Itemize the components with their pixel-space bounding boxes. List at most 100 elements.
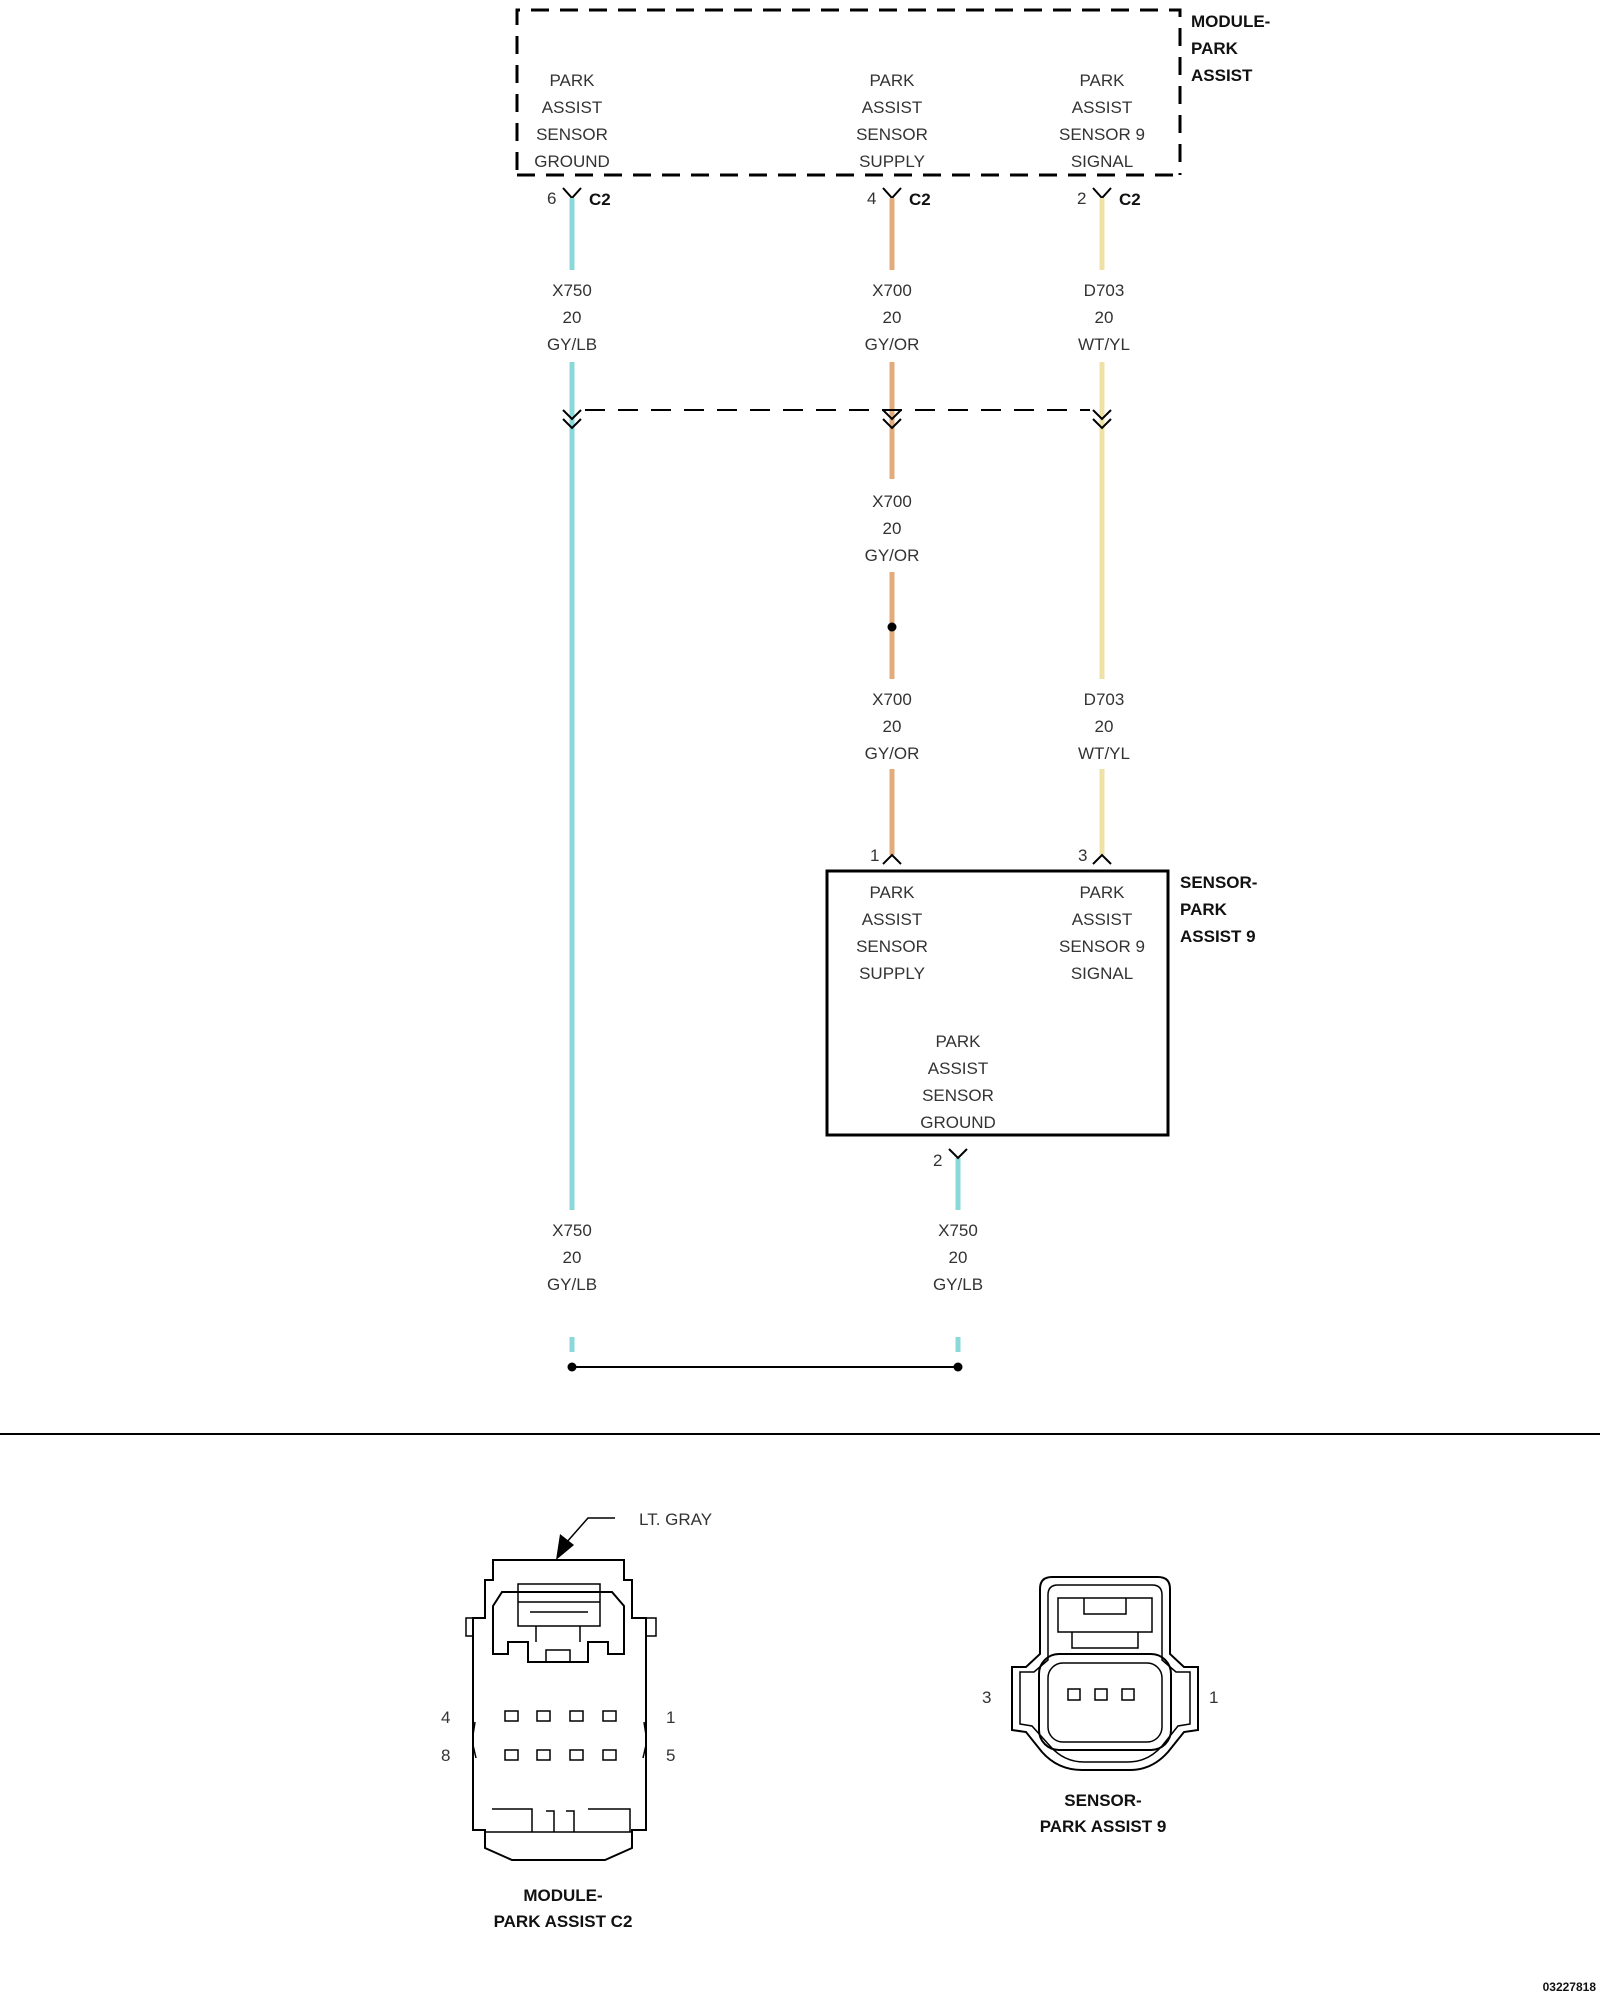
connector-latch-detail bbox=[517, 1583, 601, 1663]
wire-gauge: 20 bbox=[1095, 308, 1114, 327]
sensor-supply-label-1: PARK bbox=[869, 883, 915, 902]
sensor-name-1: SENSOR- bbox=[1180, 873, 1257, 892]
module-pin-signal-label-2: ASSIST bbox=[1072, 98, 1132, 117]
pin-number: 2 bbox=[1077, 189, 1086, 208]
callout-arrow-icon bbox=[556, 1534, 574, 1560]
wire-label-x750-3: X750 20 GY/LB bbox=[933, 1221, 983, 1294]
ground-splice bbox=[567, 1362, 963, 1372]
wire-color: WT/YL bbox=[1078, 335, 1130, 354]
circuit-id: D703 bbox=[1084, 281, 1125, 300]
inline-connector bbox=[562, 409, 1112, 430]
splice-icon bbox=[953, 1362, 963, 1372]
connector-body-outline bbox=[472, 1559, 647, 1861]
cavity bbox=[569, 1749, 584, 1761]
module-outline bbox=[515, 8, 1182, 177]
module-pin-2: 2 C2 bbox=[1077, 187, 1141, 209]
wire-label-d703-1: D703 20 WT/YL bbox=[1078, 281, 1130, 354]
figure-id: 03227818 bbox=[1543, 1980, 1597, 1994]
sensor-pin-1: 1 bbox=[870, 846, 902, 865]
sensor-signal-label-2: ASSIST bbox=[1072, 910, 1132, 929]
wire-label-d703-2: D703 20 WT/YL bbox=[1078, 690, 1130, 763]
module-c2-connector-view: LT. GRAY 4 1 8 5 MODULE- PARK ASSIST C2 bbox=[441, 1510, 712, 1931]
connector-bottom-keys bbox=[485, 1808, 632, 1833]
module-pin-ground-label-4: GROUND bbox=[534, 152, 610, 171]
pin-label-5: 5 bbox=[666, 1746, 675, 1765]
wire-gauge: 20 bbox=[949, 1248, 968, 1267]
circuit-id: X700 bbox=[872, 492, 912, 511]
module-name-1: MODULE- bbox=[1191, 12, 1270, 31]
wire-gauge: 20 bbox=[883, 717, 902, 736]
connector-id: C2 bbox=[589, 190, 611, 209]
wire-gauge: 20 bbox=[563, 1248, 582, 1267]
pin-label-1: 1 bbox=[666, 1708, 675, 1727]
wire-label-x750-2: X750 20 GY/LB bbox=[547, 1221, 597, 1294]
sensor-pin-2: 2 bbox=[933, 1148, 968, 1170]
sensor-ground-label-1: PARK bbox=[935, 1032, 981, 1051]
sensor-signal-label-4: SIGNAL bbox=[1071, 964, 1133, 983]
sensor-connector-face-inner bbox=[1047, 1662, 1163, 1743]
wire-label-x700-3: X700 20 GY/OR bbox=[865, 690, 920, 763]
wire-gauge: 20 bbox=[563, 308, 582, 327]
wire-color: WT/YL bbox=[1078, 744, 1130, 763]
connector-chevron-icon bbox=[562, 187, 582, 200]
inline-chevron-icon bbox=[882, 409, 902, 430]
connector-id: C2 bbox=[1119, 190, 1141, 209]
module-pin-ground-label-3: SENSOR bbox=[536, 125, 608, 144]
cavity bbox=[1121, 1688, 1135, 1701]
pin-label-4: 4 bbox=[441, 1708, 450, 1727]
cavity bbox=[504, 1749, 519, 1761]
sensor-supply-label-4: SUPPLY bbox=[859, 964, 925, 983]
module-pin-supply-label-2: ASSIST bbox=[862, 98, 922, 117]
cavity bbox=[1067, 1688, 1081, 1701]
pin-number: 4 bbox=[867, 189, 876, 208]
sensor-ground-label-3: SENSOR bbox=[922, 1086, 994, 1105]
connector-bevel-line bbox=[472, 1721, 647, 1759]
sensor-name-2: PARK bbox=[1180, 900, 1228, 919]
sensor-connector-view: 3 1 SENSOR- PARK ASSIST 9 bbox=[982, 1576, 1218, 1836]
module-connector-caption-2: PARK ASSIST C2 bbox=[494, 1912, 633, 1931]
module-name-2: PARK bbox=[1191, 39, 1239, 58]
module-pin-supply-label-4: SUPPLY bbox=[859, 152, 925, 171]
sensor-ground-label-4: GROUND bbox=[920, 1113, 996, 1132]
circuit-id: X700 bbox=[872, 281, 912, 300]
module-park-assist: MODULE- PARK ASSIST PARK ASSIST SENSOR G… bbox=[515, 8, 1270, 177]
pin-number: 1 bbox=[870, 846, 879, 865]
wire-color: GY/LB bbox=[933, 1275, 983, 1294]
cavity bbox=[1094, 1688, 1108, 1701]
wire-color: GY/LB bbox=[547, 335, 597, 354]
sensor-connector-caption-2: PARK ASSIST 9 bbox=[1040, 1817, 1167, 1836]
inline-chevron-icon bbox=[562, 409, 582, 430]
splice-icon bbox=[567, 1362, 577, 1372]
connector-cavity-row-top bbox=[504, 1710, 617, 1722]
connector-side-tab bbox=[646, 1617, 657, 1637]
sensor-supply-label-3: SENSOR bbox=[856, 937, 928, 956]
sensor-connector-face-outer bbox=[1038, 1653, 1172, 1751]
sensor-ground-label-2: ASSIST bbox=[928, 1059, 988, 1078]
circuit-id: X700 bbox=[872, 690, 912, 709]
connector-chevron-icon bbox=[1092, 187, 1112, 200]
wire-color: GY/OR bbox=[865, 546, 920, 565]
connector-side-tab bbox=[465, 1617, 473, 1637]
module-connector-caption-1: MODULE- bbox=[523, 1886, 602, 1905]
module-pin-4: 4 C2 bbox=[867, 187, 931, 209]
cavity bbox=[536, 1749, 551, 1761]
wire-label-x700-2: X700 20 GY/OR bbox=[865, 492, 920, 565]
pin-label-8: 8 bbox=[441, 1746, 450, 1765]
sensor-connector-outer-shell bbox=[1011, 1576, 1199, 1771]
cavity bbox=[602, 1749, 617, 1761]
wire-label-x750-1: X750 20 GY/LB bbox=[547, 281, 597, 354]
sensor-park-assist-9: 1 3 SENSOR- PARK ASSIST 9 PARK ASSIST SE… bbox=[825, 846, 1257, 1170]
connector-latch bbox=[492, 1591, 625, 1663]
connector-chevron-icon bbox=[882, 853, 902, 865]
wire-color: GY/OR bbox=[865, 335, 920, 354]
module-pin-signal-label-3: SENSOR 9 bbox=[1059, 125, 1145, 144]
module-pin-6: 6 C2 bbox=[547, 187, 611, 209]
circuit-id: X750 bbox=[552, 1221, 592, 1240]
cavity bbox=[569, 1710, 584, 1722]
inline-chevron-icon bbox=[1092, 409, 1112, 430]
connector-chevron-icon bbox=[1092, 853, 1112, 865]
splice-icon bbox=[887, 622, 897, 632]
module-pin-ground-label-2: ASSIST bbox=[542, 98, 602, 117]
wire-gauge: 20 bbox=[1095, 717, 1114, 736]
